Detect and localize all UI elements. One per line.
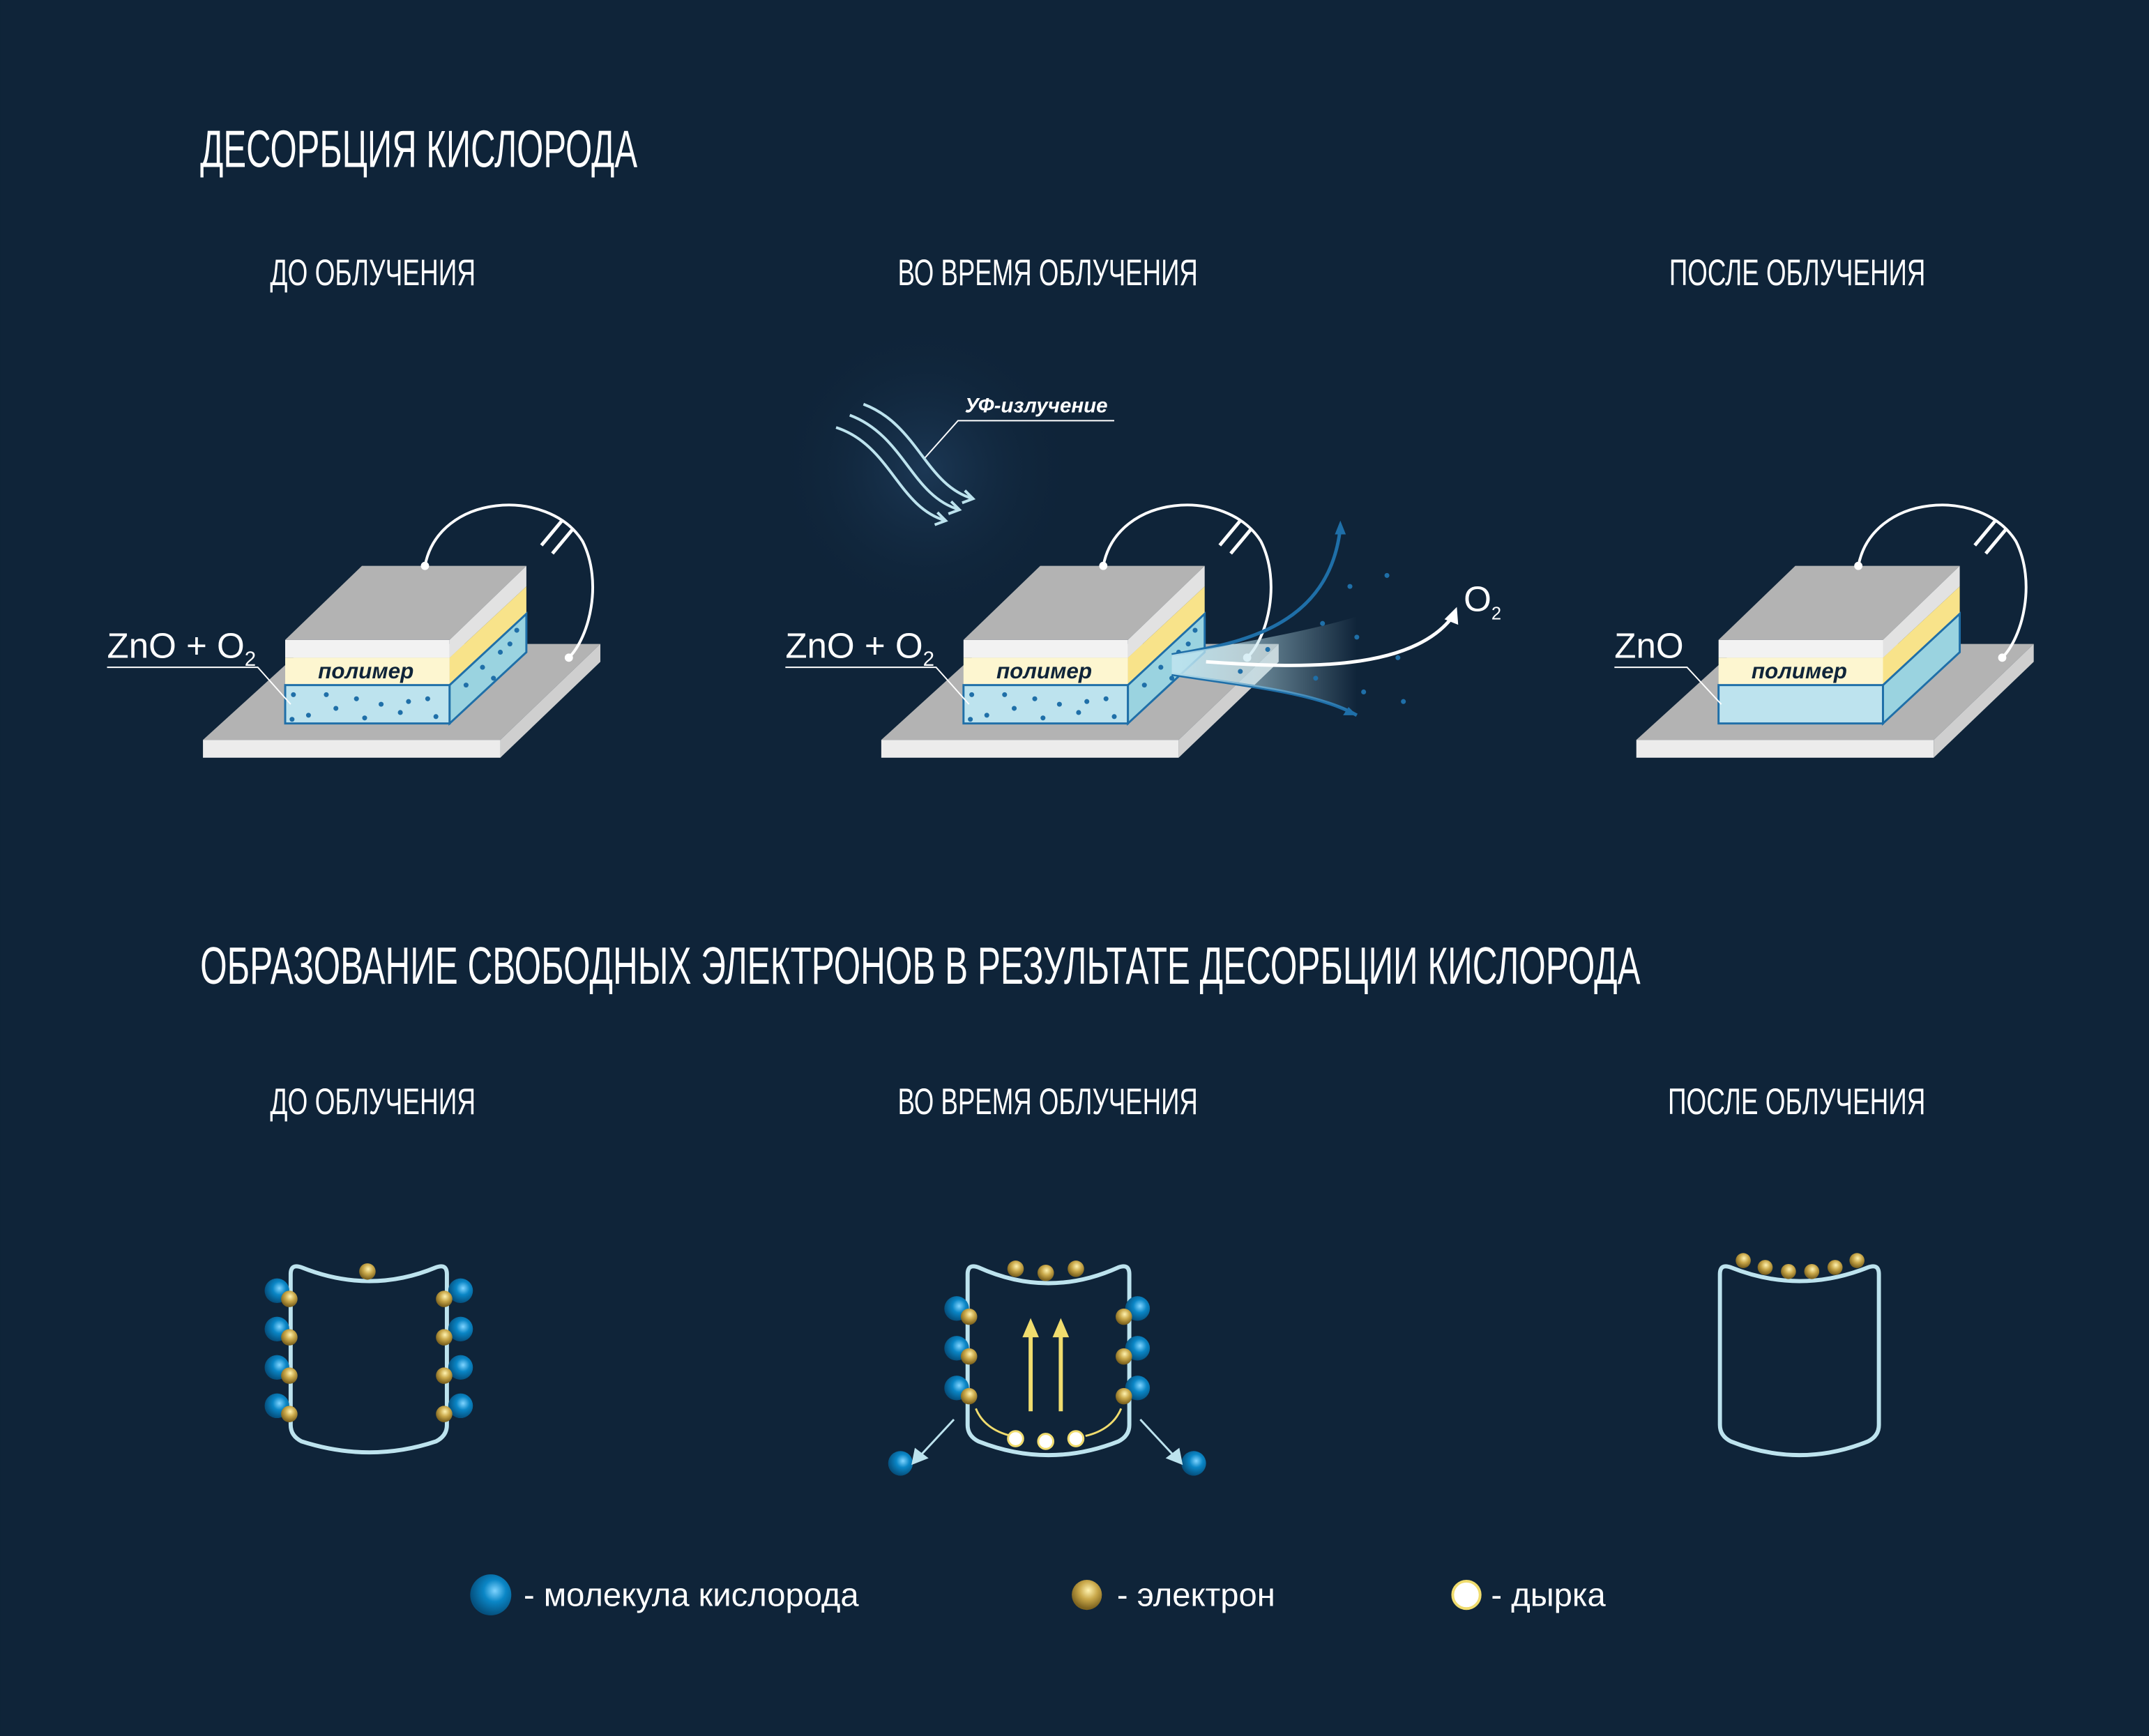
polymer-label: полимер	[996, 659, 1092, 683]
polymer-label: полимер	[318, 659, 413, 683]
panel-heading-before: ДО ОБЛУЧЕНИЯ	[270, 1081, 476, 1122]
zno-o2-label: ZnO + O2	[785, 625, 934, 671]
panel-heading-during: ВО ВРЕМЯ ОБЛУЧЕНИЯ	[897, 1081, 1197, 1122]
zno-o2-label: ZnO + O2	[107, 625, 257, 671]
electron-flow-arrows	[975, 1318, 1123, 1438]
legend-hole-label: - дырка	[1491, 1576, 1606, 1613]
panel-heading-during: ВО ВРЕМЯ ОБЛУЧЕНИЯ	[897, 252, 1197, 294]
uv-rays-icon	[835, 402, 976, 526]
free-electrons	[1736, 1253, 1865, 1279]
bound-electrons	[281, 1290, 453, 1422]
oxygen-desorption-plume: O2	[1171, 520, 1501, 717]
zno-label: ZnO	[1614, 625, 1683, 665]
panel-heading-after: ПОСЛЕ ОБЛУЧЕНИЯ	[1669, 252, 1926, 294]
panel-heading-before: ДО ОБЛУЧЕНИЯ	[270, 252, 476, 294]
grain-during	[888, 1261, 1206, 1476]
legend: - молекула кислорода - электрон - дырка	[470, 1574, 1607, 1616]
holes	[1007, 1430, 1085, 1450]
device-before: полимер ZnO + O2	[107, 505, 600, 757]
legend-electron-label: - электрон	[1117, 1576, 1275, 1613]
electron-icon	[1072, 1579, 1102, 1611]
device-during: полимер ZnO + O2	[785, 505, 1278, 757]
grain-outline	[288, 1264, 449, 1455]
uv-leader-line	[925, 420, 1114, 459]
grain-outline	[965, 1264, 1132, 1457]
device-after: полимер ZnO	[1614, 505, 2033, 757]
desorption-arrows	[911, 1419, 1183, 1465]
uv-label: УФ-излучение	[965, 395, 1108, 418]
zno-layer	[1717, 684, 1884, 725]
section1-title: ДЕСОРБЦИЯ КИСЛОРОДА	[200, 120, 637, 178]
panel-heading-after: ПОСЛЕ ОБЛУЧЕНИЯ	[1668, 1081, 1925, 1122]
oxygen-molecule-icon	[470, 1574, 512, 1616]
electron	[359, 1263, 376, 1280]
grain-after	[1717, 1253, 1881, 1457]
bound-electrons	[960, 1308, 1132, 1405]
free-electrons	[1007, 1261, 1084, 1281]
grain-before	[264, 1263, 473, 1455]
polymer-label: полимер	[1752, 659, 1847, 683]
hole-icon	[1451, 1579, 1482, 1611]
section2-title: ОБРАЗОВАНИЕ СВОБОДНЫХ ЭЛЕКТРОНОВ В РЕЗУЛ…	[200, 936, 1641, 995]
o2-gas-label: O2	[1464, 579, 1501, 624]
oxygen-molecules	[264, 1278, 473, 1419]
legend-oxygen-label: - молекула кислорода	[524, 1576, 859, 1613]
label-leader-line	[107, 667, 291, 705]
uv-glow	[774, 319, 1076, 621]
grain-outline	[1717, 1264, 1881, 1457]
